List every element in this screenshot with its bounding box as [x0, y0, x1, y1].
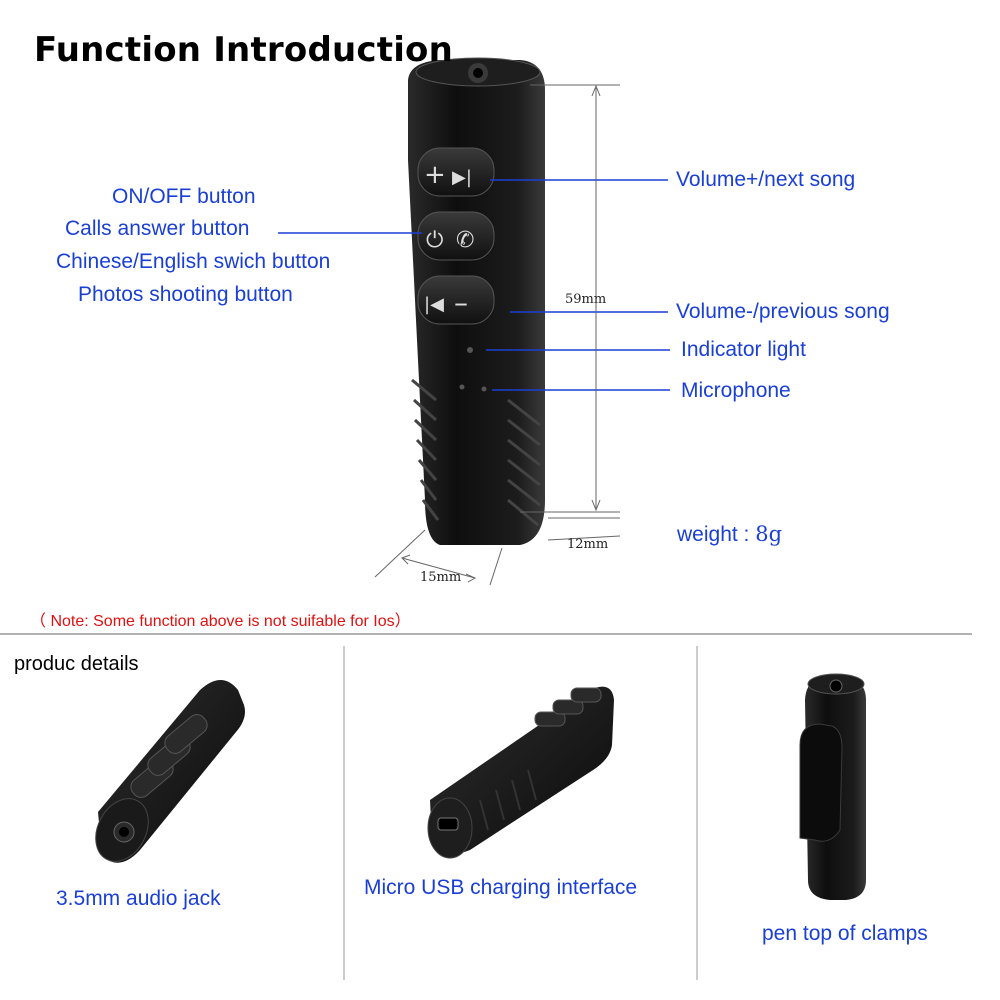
grip-ridges [411, 378, 541, 527]
previous-icon: |◀ [424, 294, 444, 315]
callout-lines [278, 179, 670, 391]
compatibility-note: （ Note: Some function above is not suifa… [30, 613, 411, 630]
device-photo-usb [427, 686, 614, 859]
power-icon: ⏻ [426, 228, 443, 253]
indicator-light-label: Indicator light [681, 338, 806, 361]
weight-info: weight : 8g [677, 522, 782, 547]
phone-icon: ✆ [456, 228, 474, 253]
audio-jack-hole-icon [468, 63, 488, 83]
device-photo-clip [799, 673, 866, 900]
volume-down-previous-button: |◀ – [417, 275, 495, 325]
caption-usb: Micro USB charging interface [364, 876, 638, 899]
microphone-hole-icon [481, 386, 487, 392]
photos-shooting-label: Photos shooting button [78, 283, 293, 306]
on-off-label: ON/OFF button [112, 185, 256, 208]
weight-value: 8g [755, 522, 783, 546]
dimension-height-label: 59mm [565, 292, 606, 307]
volume-up-next-button: + ▶| [417, 147, 495, 197]
audio-jack-icon [829, 679, 843, 693]
volume-up-label: Volume+/next song [676, 168, 856, 191]
clip-icon [799, 723, 843, 842]
next-icon: ▶| [452, 167, 472, 188]
dimension-depth-label: 12mm [567, 537, 608, 552]
caption-audio-jack: 3.5mm audio jack [56, 887, 221, 910]
microphone-hole-icon [459, 384, 465, 390]
power-call-button: ⏻ ✆ [417, 211, 495, 261]
microphone-label: Microphone [681, 379, 791, 402]
minus-icon: – [454, 286, 468, 319]
page-title: Function Introduction [34, 30, 454, 70]
dimension-lines [374, 84, 621, 586]
caption-clip: pen top of clamps [762, 922, 928, 945]
weight-label: weight : [677, 523, 750, 546]
indicator-light-icon [467, 347, 473, 353]
main-device: + ▶| ⏻ ✆ |◀ – [408, 57, 545, 545]
dimension-width-label: 15mm [420, 570, 461, 585]
calls-answer-label: Calls answer button [65, 217, 250, 240]
dimension-labels: 59mm 12mm 15mm [420, 292, 608, 585]
language-switch-label: Chinese/English swich button [56, 250, 331, 273]
usb-port-icon [437, 817, 459, 831]
device-photo-audio-jack [95, 680, 245, 863]
details-heading: produc details [14, 653, 139, 675]
volume-down-label: Volume-/previous song [676, 300, 890, 323]
plus-icon: + [424, 160, 446, 190]
